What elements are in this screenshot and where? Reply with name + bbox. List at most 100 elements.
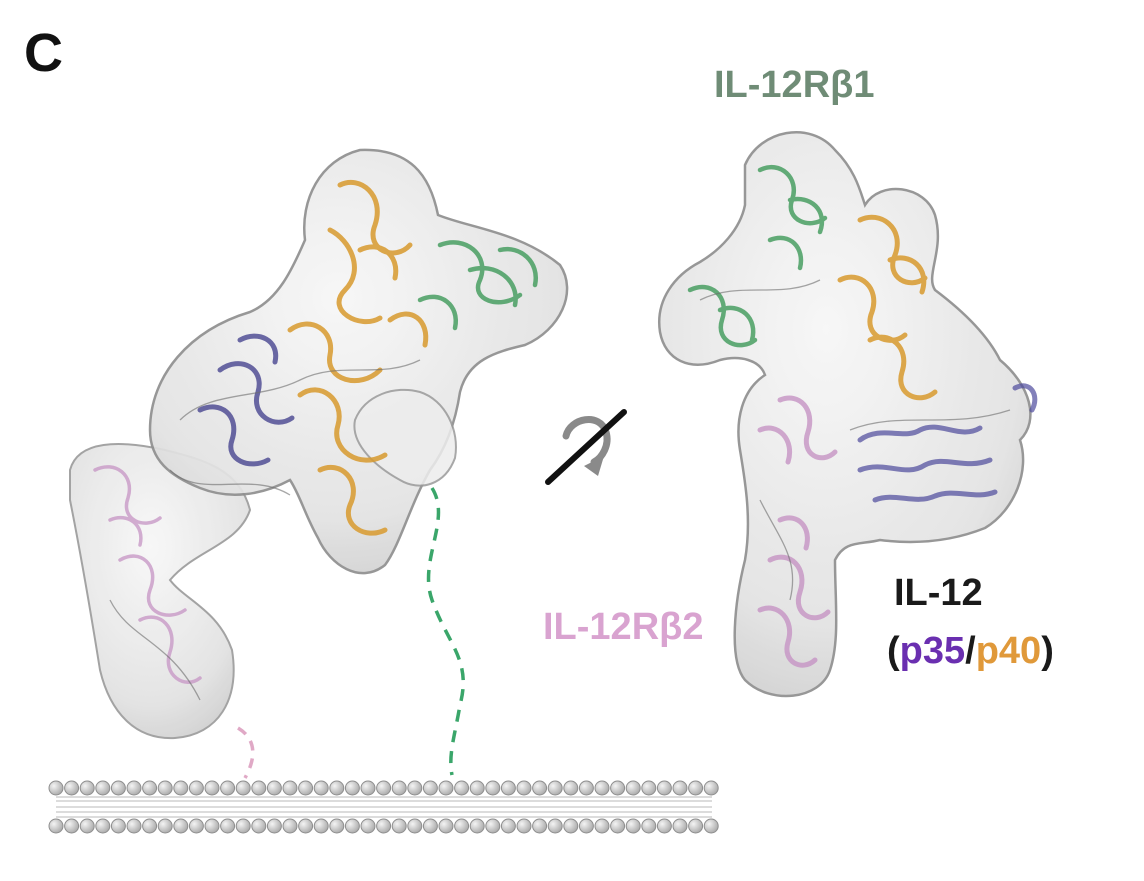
lipid-head xyxy=(282,780,298,796)
paren-close: ) xyxy=(1041,630,1054,672)
lipid-head xyxy=(360,818,376,834)
lipid-head xyxy=(126,780,142,796)
lipid-head xyxy=(688,818,704,834)
lipid-head xyxy=(95,780,111,796)
lipid-head xyxy=(329,780,345,796)
lipid-head xyxy=(454,818,470,834)
lipid-head xyxy=(516,780,532,796)
lipid-head xyxy=(235,780,251,796)
lipid-head xyxy=(422,780,438,796)
lipid-head xyxy=(625,780,641,796)
right-il12rb1-ribbons xyxy=(687,164,828,348)
lipid-head xyxy=(672,818,688,834)
left-p40-ribbons xyxy=(287,179,429,536)
lipid-head xyxy=(469,818,485,834)
lipid-head xyxy=(376,780,392,796)
right-il12rb2-ribbons xyxy=(757,395,838,668)
lipid-head xyxy=(422,818,438,834)
slash: / xyxy=(965,630,976,672)
lipid-head xyxy=(126,818,142,834)
lipid-head xyxy=(313,818,329,834)
lipid-head xyxy=(64,780,80,796)
paren-open: ( xyxy=(887,630,900,672)
lipid-head xyxy=(688,780,704,796)
lipid-head xyxy=(625,818,641,834)
label-p35: p35 xyxy=(899,630,966,672)
panel-letter: C xyxy=(24,23,63,83)
lipid-head xyxy=(594,780,610,796)
lipid-head xyxy=(360,780,376,796)
lipid-head xyxy=(547,780,563,796)
lipid-head xyxy=(407,780,423,796)
lipid-head xyxy=(656,818,672,834)
lipid-head xyxy=(703,780,719,796)
lipid-head xyxy=(500,780,516,796)
tether-il12rb2 xyxy=(237,726,255,779)
lipid-head xyxy=(266,818,282,834)
tether-il12rb1 xyxy=(426,487,465,776)
right-p35-ribbons xyxy=(857,383,1038,503)
lipid-head xyxy=(298,780,314,796)
lipid-head xyxy=(110,818,126,834)
right-coils xyxy=(699,279,1011,601)
right-complex xyxy=(657,131,1038,698)
lipid-head xyxy=(344,780,360,796)
lipid-head xyxy=(703,818,719,834)
lipid-head xyxy=(110,780,126,796)
lipid-head xyxy=(313,780,329,796)
lipid-head xyxy=(48,780,64,796)
lipid-head xyxy=(204,780,220,796)
lipid-head xyxy=(532,818,548,834)
lipid-head xyxy=(157,780,173,796)
lipid-head xyxy=(610,780,626,796)
label-il12rb1: IL-12Rβ1 xyxy=(714,64,875,106)
lipid-head xyxy=(48,818,64,834)
lipid-head xyxy=(610,818,626,834)
label-subunits: (p35/p40) xyxy=(887,630,1054,673)
lipid-head xyxy=(532,780,548,796)
lipid-head xyxy=(563,818,579,834)
lipid-head xyxy=(438,818,454,834)
label-p40: p40 xyxy=(975,630,1042,672)
lipid-head xyxy=(251,818,267,834)
label-il12rb2: IL-12Rβ2 xyxy=(543,606,704,648)
lipid-head xyxy=(563,780,579,796)
lipid-head xyxy=(391,780,407,796)
lipid-head xyxy=(656,780,672,796)
lipid-head xyxy=(376,818,392,834)
lipid-head xyxy=(188,818,204,834)
lipid-head xyxy=(64,818,80,834)
lipid-head xyxy=(485,818,501,834)
lipid-head xyxy=(391,818,407,834)
lipid-head xyxy=(79,780,95,796)
left-il12rb1-ribbons xyxy=(417,240,539,331)
lipid-head xyxy=(142,780,158,796)
left-density-bulge xyxy=(353,388,457,487)
lipid-head xyxy=(547,818,563,834)
lipid-head xyxy=(672,780,688,796)
lipid-head xyxy=(500,818,516,834)
lipid-head xyxy=(469,780,485,796)
left-complex xyxy=(69,148,569,740)
lipid-head xyxy=(641,818,657,834)
left-density-core xyxy=(148,148,569,575)
right-density-main xyxy=(657,131,1032,698)
membrane-bilayer xyxy=(48,780,719,834)
left-coils xyxy=(109,359,421,701)
lipid-head xyxy=(204,818,220,834)
lipid-head xyxy=(157,818,173,834)
lipid-head xyxy=(578,780,594,796)
lipid-head xyxy=(142,818,158,834)
lipid-head xyxy=(641,780,657,796)
lipid-head xyxy=(173,780,189,796)
lipid-head xyxy=(344,818,360,834)
lipid-head xyxy=(329,818,345,834)
lipid-head xyxy=(251,780,267,796)
lipid-head xyxy=(485,780,501,796)
lipid-head xyxy=(516,818,532,834)
lipid-head xyxy=(594,818,610,834)
lipid-head xyxy=(578,818,594,834)
left-il12rb2-ribbons xyxy=(93,465,202,684)
